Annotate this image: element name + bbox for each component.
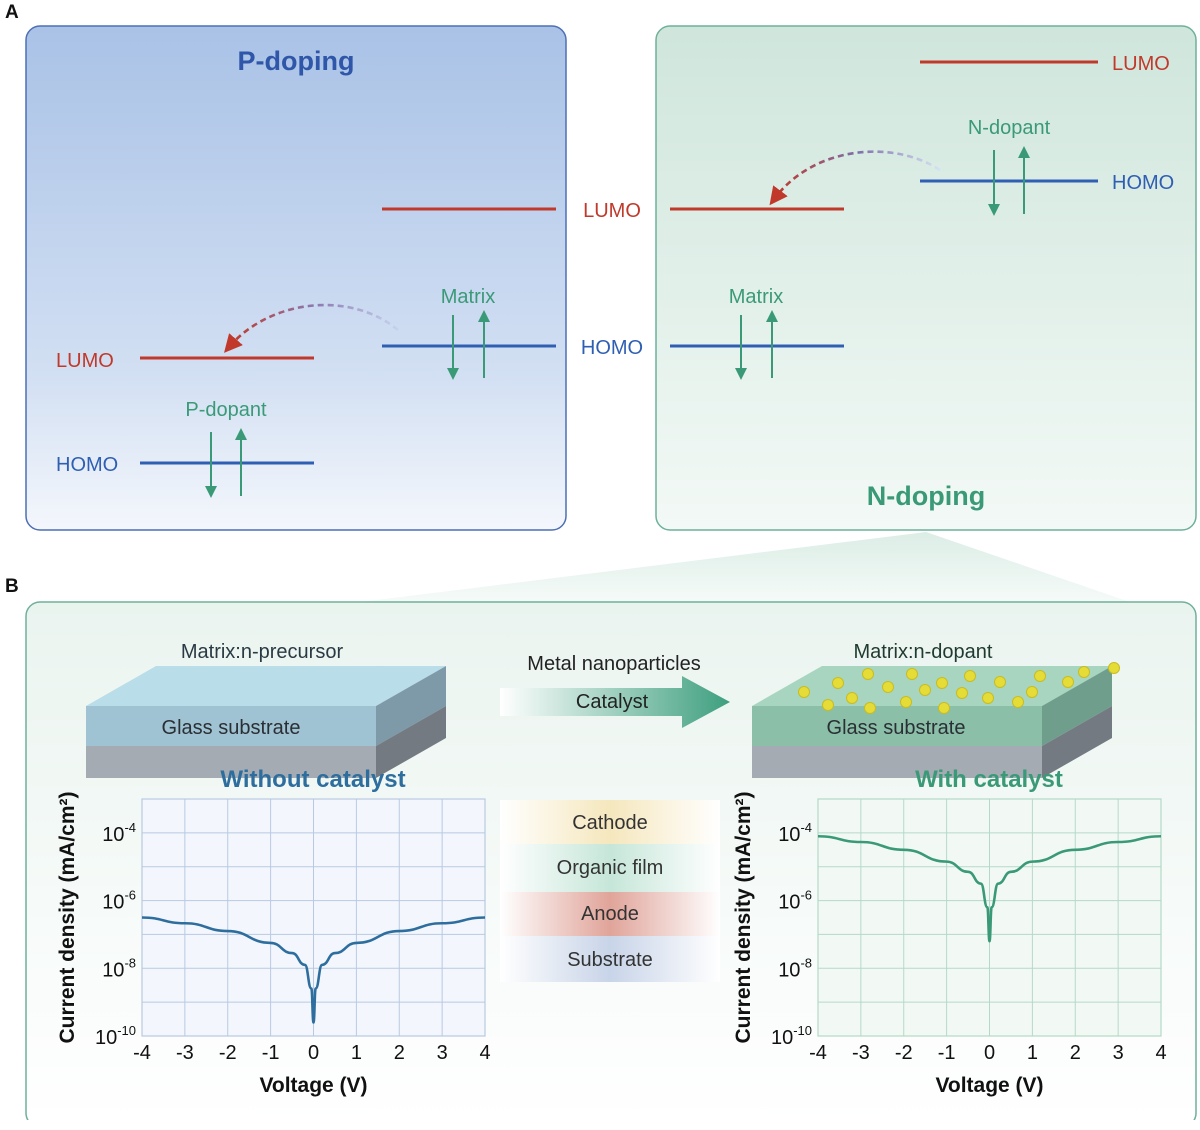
y-axis-label: Current density (mA/cm²) xyxy=(732,791,755,1043)
p-dopant-lumo-label: LUMO xyxy=(56,350,114,372)
x-tick-label: 0 xyxy=(308,1042,319,1064)
x-tick-label: -1 xyxy=(938,1042,956,1064)
x-axis-label: Voltage (V) xyxy=(935,1074,1043,1097)
stack-anode-label: Anode xyxy=(581,903,639,925)
process-top-label: Metal nanoparticles xyxy=(527,653,700,675)
left-film-top-label: Matrix:n-precursor xyxy=(181,641,344,663)
x-tick-label: 1 xyxy=(351,1042,362,1064)
x-tick-label: 4 xyxy=(479,1042,490,1064)
center-homo-label: HOMO xyxy=(581,337,643,359)
x-tick-label: 2 xyxy=(1070,1042,1081,1064)
panel-b-letter: B xyxy=(5,576,19,597)
y-tick-label: 10-10 xyxy=(771,1023,812,1049)
x-tick-label: -4 xyxy=(809,1042,827,1064)
right-film-substrate-label: Glass substrate xyxy=(827,717,966,739)
y-tick-label: 10-8 xyxy=(778,955,812,981)
n-dopant-homo-label: HOMO xyxy=(1112,172,1174,194)
y-tick-label: 10-4 xyxy=(778,820,812,846)
n-dopant-lumo-label: LUMO xyxy=(1112,53,1170,75)
y-tick-label: 10-4 xyxy=(102,820,136,846)
panel-a-letter: A xyxy=(5,2,19,23)
stack-cathode-label: Cathode xyxy=(572,812,648,834)
n-matrix-label: Matrix xyxy=(729,286,783,308)
n-electron-transfer-arrow xyxy=(769,150,941,206)
series-line xyxy=(141,916,486,1024)
catalyst-arrow xyxy=(500,676,730,728)
n-doping-title: N-doping xyxy=(867,481,985,511)
right-film-stack xyxy=(752,666,1112,778)
p-doping-title: P-doping xyxy=(238,46,355,76)
p-dopant-label: P-dopant xyxy=(185,399,267,421)
left-chart-title: Without catalyst xyxy=(220,766,405,793)
stack-cathode-layer xyxy=(500,800,720,844)
stack-substrate-layer xyxy=(500,936,720,982)
y-axis-label: Current density (mA/cm²) xyxy=(56,791,79,1043)
panel-a-diagram: P-doping N-doping LUMO P-dopant HOMO Mat… xyxy=(25,25,1197,531)
x-tick-label: 2 xyxy=(394,1042,405,1064)
x-tick-label: -4 xyxy=(133,1042,151,1064)
metal-nanoparticles xyxy=(798,662,1120,714)
x-tick-label: -2 xyxy=(219,1042,237,1064)
y-tick-label: 10-8 xyxy=(102,955,136,981)
stack-anode-layer xyxy=(500,892,720,936)
n-dopant-label: N-dopant xyxy=(968,117,1051,139)
x-tick-label: 0 xyxy=(984,1042,995,1064)
catalyst-label: Catalyst xyxy=(576,691,649,713)
series-line xyxy=(817,834,1162,943)
left-film-substrate-label: Glass substrate xyxy=(162,717,301,739)
right-chart-title: With catalyst xyxy=(915,766,1063,793)
p-matrix-label: Matrix xyxy=(441,286,495,308)
stack-organic-layer xyxy=(500,844,720,892)
center-lumo-label: LUMO xyxy=(583,200,641,222)
x-tick-label: -3 xyxy=(176,1042,194,1064)
plot-frame xyxy=(817,798,1162,1037)
x-tick-label: -1 xyxy=(262,1042,280,1064)
y-tick-label: 10-6 xyxy=(102,888,136,914)
panel-b-diagram: Matrix:n-precursor Glass substrate Metal… xyxy=(25,532,1197,1120)
p-dopant-homo-label: HOMO xyxy=(56,454,118,476)
x-axis-label: Voltage (V) xyxy=(259,1074,367,1097)
stack-substrate-label: Substrate xyxy=(567,949,653,971)
y-tick-label: 10-6 xyxy=(778,888,812,914)
zoom-connector xyxy=(360,532,1130,602)
x-tick-label: 1 xyxy=(1027,1042,1038,1064)
x-tick-label: -3 xyxy=(852,1042,870,1064)
x-tick-label: 3 xyxy=(437,1042,448,1064)
right-film-top-label: Matrix:n-dopant xyxy=(854,641,993,663)
x-tick-label: 4 xyxy=(1155,1042,1166,1064)
x-tick-label: -2 xyxy=(895,1042,913,1064)
y-tick-label: 10-10 xyxy=(95,1023,136,1049)
p-electron-transfer-arrow xyxy=(224,303,399,353)
stack-organic-label: Organic film xyxy=(557,857,664,879)
p-doping-panel xyxy=(25,25,567,531)
left-film-stack xyxy=(86,666,446,778)
n-doping-panel xyxy=(655,25,1197,531)
x-tick-label: 3 xyxy=(1113,1042,1124,1064)
